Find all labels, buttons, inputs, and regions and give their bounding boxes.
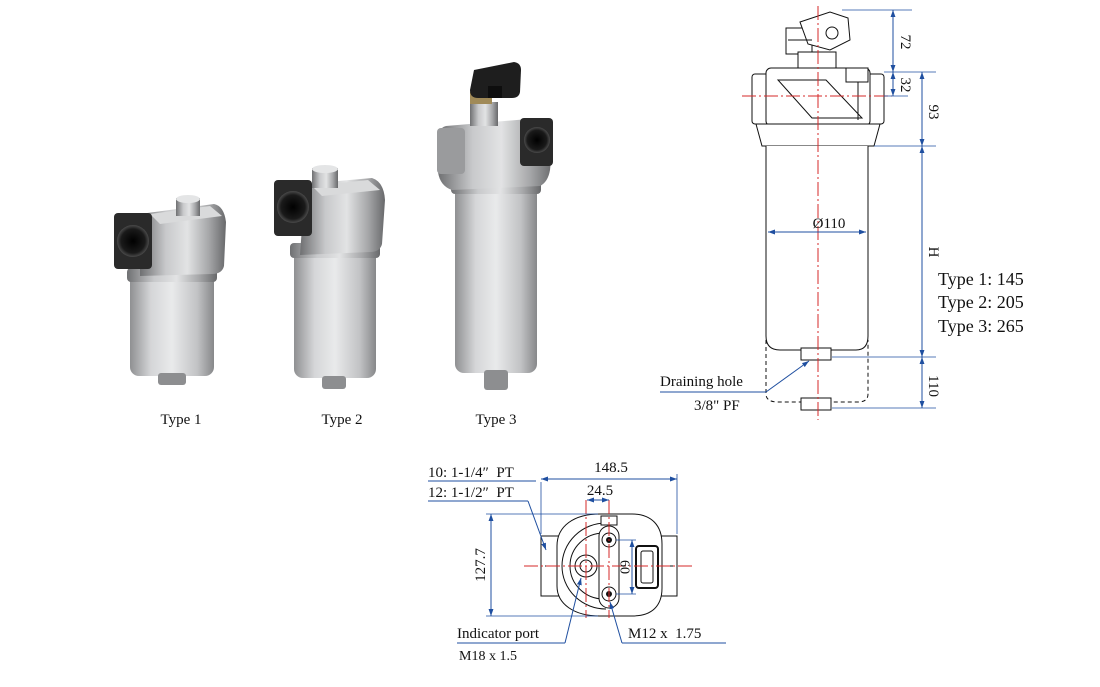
- drain-plug: [158, 373, 186, 385]
- indicator-stem: [797, 51, 837, 71]
- indicator-port-leader: [564, 577, 582, 644]
- dim-connector-height: 72: [897, 35, 913, 50]
- dim-bolt-offset: 24.5: [587, 483, 613, 499]
- filter-photo-type-2: [274, 165, 385, 389]
- drain-label: Draining hole: [660, 374, 743, 390]
- filter-bowl: [765, 146, 869, 351]
- inner-web-outer-arc: [561, 522, 607, 610]
- body-height-type-3: Type 3: 265: [938, 316, 1024, 336]
- drain-plug: [800, 347, 832, 361]
- connector-gland: [488, 86, 502, 98]
- connector-plug: [799, 11, 851, 51]
- dim-drain-extension: 110: [925, 375, 941, 397]
- inlet-port-hole: [117, 225, 149, 257]
- photo-label-type-1: Type 1: [160, 412, 201, 428]
- dim-width: 148.5: [594, 460, 628, 476]
- photo-label-type-2: Type 2: [321, 412, 362, 428]
- top-view-dimensions: [428, 474, 726, 644]
- body-height-type-1: Type 1: 145: [938, 269, 1024, 289]
- drain-thread: 3/8" PF: [694, 398, 740, 414]
- bolt-thread-leader: [609, 601, 623, 644]
- dim-head-height: 93: [925, 105, 941, 120]
- drain-plug: [484, 370, 508, 390]
- bowl-extension-outline: [765, 340, 869, 403]
- electrical-connector: [470, 62, 521, 98]
- body-height-type-2: Type 2: 205: [938, 292, 1024, 312]
- outlet-slot: [635, 545, 659, 589]
- filter-photo-type-1: [114, 195, 226, 385]
- indicator-boss-top: [176, 195, 200, 203]
- dim-bolt-spacing: 60: [617, 560, 632, 574]
- dim-diameter: Ø110: [813, 216, 846, 232]
- extended-drain-plug: [800, 397, 832, 411]
- outlet-port-hole: [524, 127, 550, 153]
- outlet-slot-inner: [640, 550, 654, 584]
- head-passage: [776, 79, 864, 119]
- bolt-thread-label: M12 x 1.75: [628, 626, 701, 642]
- port-size-10: 10: 1-1/4″ PT: [428, 465, 514, 481]
- head-top-face: [312, 180, 380, 196]
- dim-depth: 127.7: [473, 548, 489, 582]
- port-leader: [527, 500, 547, 551]
- drain-leader: [765, 360, 810, 393]
- indicator-boss: [312, 168, 338, 188]
- indicator-boss: [176, 198, 200, 216]
- indicator-boss-top: [312, 165, 338, 173]
- side-view-drawing: [742, 6, 892, 420]
- inlet-port-face: [437, 128, 465, 174]
- filter-photo-type-3: [437, 62, 553, 390]
- dim-body-height: H: [925, 247, 941, 258]
- bowl: [294, 248, 376, 378]
- connector-screw: [825, 26, 839, 40]
- port-size-12: 12: 1-1/2″ PT: [428, 485, 514, 501]
- bowl: [130, 272, 214, 376]
- inlet-port-hole: [277, 191, 309, 223]
- top-view-drawing: [524, 500, 692, 618]
- photo-label-type-3: Type 3: [475, 412, 516, 428]
- filter-head: [300, 178, 385, 255]
- indicator-fitting: [470, 102, 498, 126]
- side-view-dimensions: [660, 9, 936, 409]
- head-bracket: [845, 67, 869, 83]
- indicator-port-thread: M18 x 1.5: [459, 649, 517, 664]
- indicator-port-label: Indicator port: [457, 626, 540, 642]
- bowl: [455, 183, 537, 373]
- dim-inlet-center: 32: [897, 78, 913, 93]
- drain-plug: [322, 376, 346, 389]
